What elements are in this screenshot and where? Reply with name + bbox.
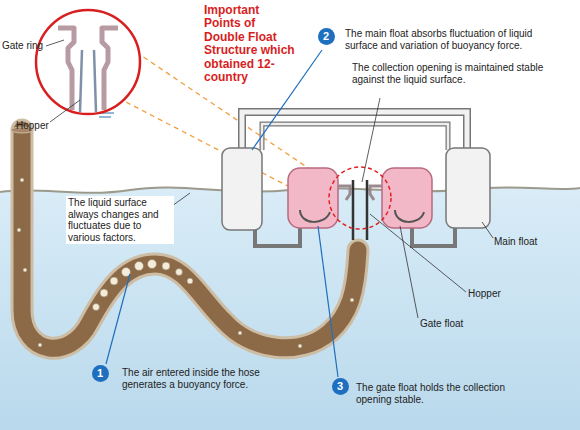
part-name: Hopper bbox=[468, 288, 528, 300]
frame-pipe bbox=[262, 124, 448, 150]
part-name: Gate float bbox=[420, 318, 490, 330]
callout-text: The gate float holds the collection open… bbox=[356, 382, 531, 405]
heading-note: Important Points of Double Float Structu… bbox=[204, 4, 296, 85]
main-float bbox=[222, 148, 262, 230]
gate-float bbox=[288, 168, 338, 228]
frame-pipe bbox=[242, 112, 467, 150]
callout-number-text: 2 bbox=[323, 30, 329, 42]
gate-ring-detail bbox=[102, 28, 118, 110]
hose bbox=[22, 130, 358, 348]
hose bbox=[22, 130, 358, 348]
note-text: The liquid surface always changes and fl… bbox=[66, 196, 174, 244]
gate-float bbox=[382, 168, 432, 228]
part-name: Gate ring bbox=[2, 40, 46, 52]
frame-pipe bbox=[242, 112, 467, 150]
part-name: Hopper bbox=[16, 120, 56, 132]
callout-number: 1 bbox=[92, 365, 109, 382]
gate-ring-detail bbox=[58, 28, 74, 110]
callout-text: The collection opening is maintained sta… bbox=[352, 62, 570, 85]
callout-text: The air entered inside the hose generate… bbox=[122, 367, 302, 390]
part-name: Main float bbox=[494, 236, 564, 248]
gate-ring bbox=[338, 186, 382, 200]
main-float bbox=[446, 148, 490, 228]
callout-number-text: 3 bbox=[337, 380, 343, 392]
gate-float-pipe bbox=[300, 210, 424, 222]
detail-circle bbox=[36, 10, 140, 114]
hopper-detail bbox=[80, 50, 96, 112]
callout-text: The main float absorbs fluctuation of li… bbox=[345, 28, 567, 51]
callout-number-text: 1 bbox=[97, 367, 103, 379]
frame-pipe bbox=[262, 124, 448, 150]
focus-circle bbox=[329, 167, 391, 229]
callout-number: 2 bbox=[318, 28, 335, 45]
hopper bbox=[353, 180, 367, 240]
callout-number: 3 bbox=[332, 378, 349, 395]
